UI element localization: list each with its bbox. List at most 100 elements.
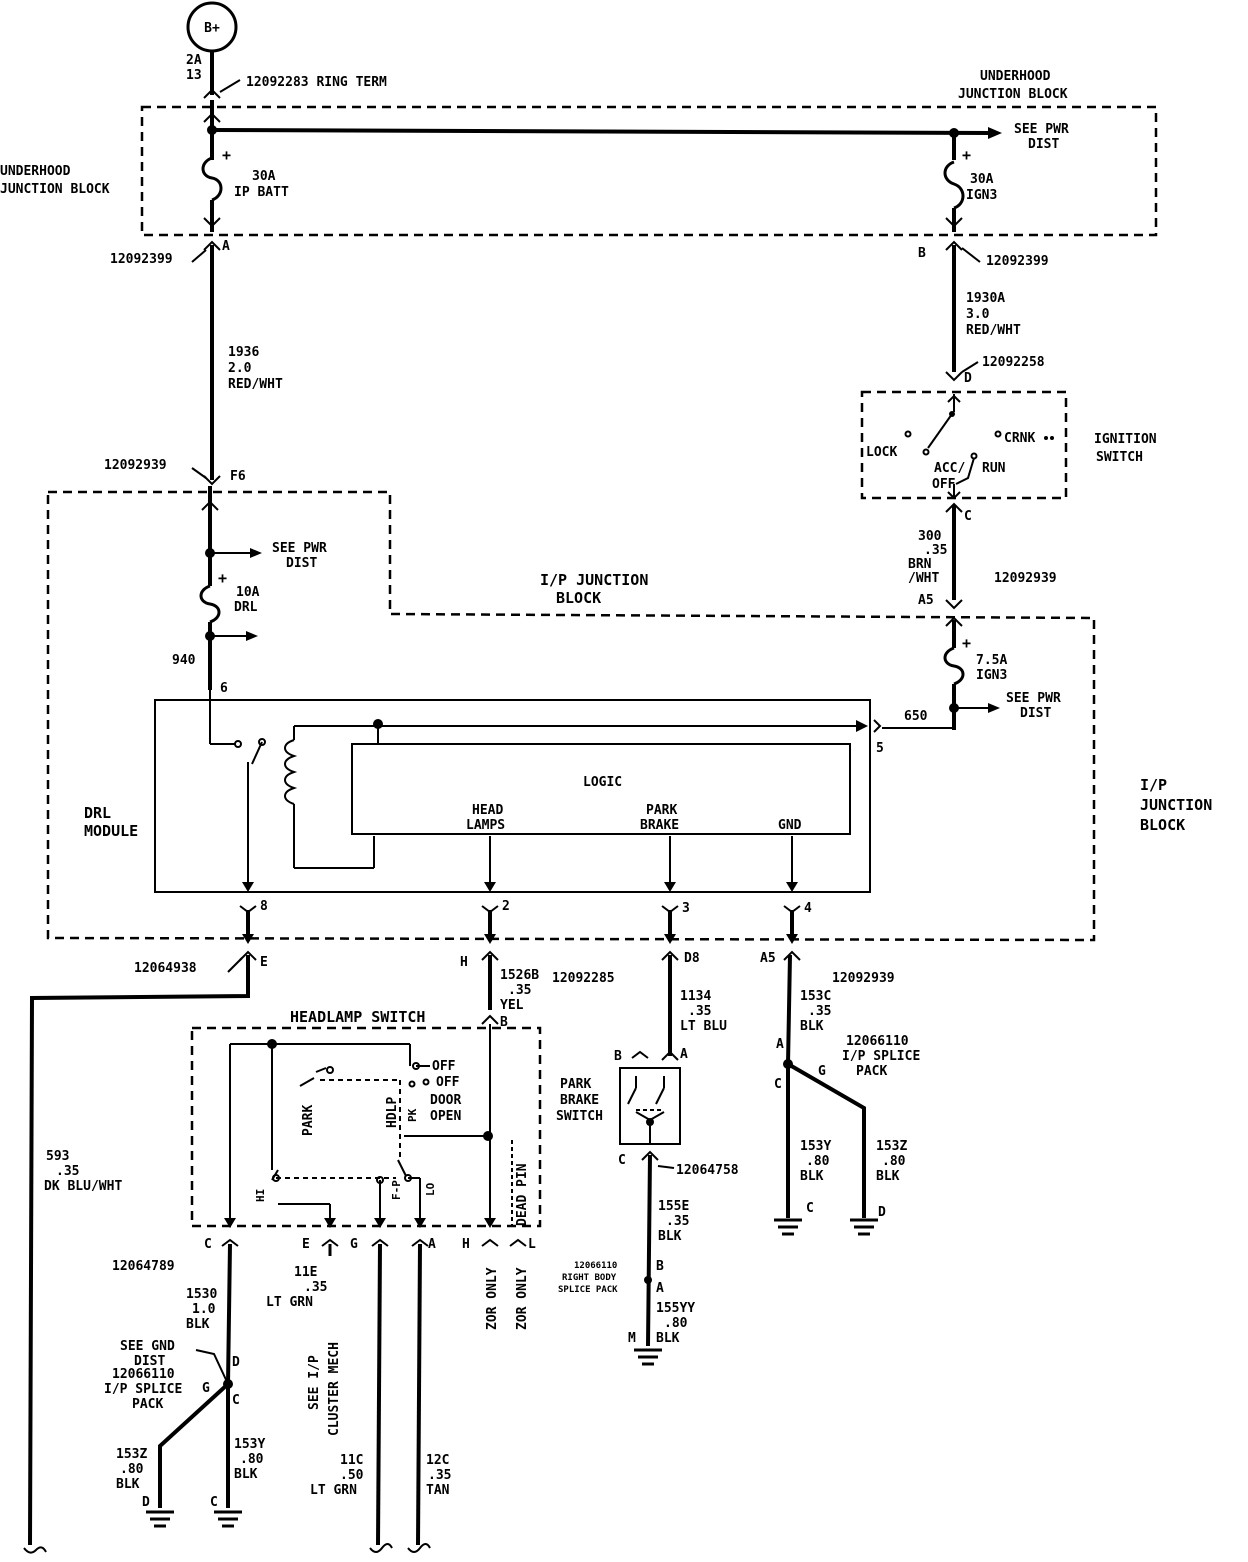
svg-text:6: 6 (220, 681, 228, 696)
svg-text:F6: F6 (230, 469, 246, 484)
ip-splice-pack-right: A C G 12066110 I/P SPLICE PACK (774, 1034, 920, 1218)
conn-12092939-ign: 12092939 (994, 571, 1057, 586)
wire-153z-left-label: 153Z (116, 1447, 147, 1462)
svg-text:HDLP: HDLP (385, 1097, 400, 1128)
svg-text:C: C (204, 1237, 212, 1252)
svg-text:ZOR ONLY: ZOR ONLY (515, 1267, 530, 1330)
svg-text:B: B (656, 1259, 664, 1274)
svg-text:SWITCH: SWITCH (1096, 450, 1143, 465)
wire-153z-label: 153Z (876, 1139, 907, 1154)
svg-text:OFF: OFF (432, 1059, 456, 1074)
svg-text:ZOR ONLY: ZOR ONLY (485, 1267, 500, 1330)
svg-text:.80: .80 (240, 1452, 264, 1467)
svg-text:.35: .35 (666, 1214, 689, 1229)
svg-text:BLK: BLK (656, 1331, 680, 1346)
conn-12064938: 12064938 (134, 961, 197, 976)
ip-junction-block-outline (46, 490, 1096, 942)
battery-wire-gauge: 2A (186, 53, 202, 68)
svg-text:B+: B+ (204, 21, 220, 36)
svg-text:10A: 10A (236, 585, 260, 600)
svg-text:D: D (232, 1355, 240, 1370)
svg-text:RED/WHT: RED/WHT (966, 323, 1021, 338)
svg-text:H: H (460, 955, 468, 970)
svg-text:L: L (528, 1237, 536, 1252)
svg-text:4: 4 (804, 901, 812, 916)
svg-text:G: G (818, 1064, 826, 1079)
wire-940-label: 940 (172, 653, 196, 668)
svg-text:.80: .80 (806, 1154, 830, 1169)
ground-symbol-153y-left (214, 1510, 242, 1528)
svg-text:.35: .35 (688, 1004, 711, 1019)
wire-1936-label: 1936 (228, 345, 259, 360)
svg-text:.35: .35 (428, 1468, 451, 1483)
svg-text:D8: D8 (684, 951, 700, 966)
svg-text:OFF: OFF (932, 477, 956, 492)
svg-text:C: C (210, 1495, 218, 1510)
svg-text:DIST: DIST (1028, 137, 1059, 152)
svg-text:8: 8 (260, 899, 268, 914)
svg-text:I/P SPLICE: I/P SPLICE (104, 1382, 182, 1397)
svg-text:BRN: BRN (908, 557, 932, 572)
svg-text:MODULE: MODULE (84, 822, 138, 840)
svg-text:.80: .80 (120, 1462, 144, 1477)
ground-symbol-153y (774, 1218, 802, 1236)
svg-text:A: A (776, 1037, 784, 1052)
drl-logic-box (351, 743, 851, 835)
wire-300-label: 300 (918, 529, 942, 544)
svg-text:RIGHT BODY: RIGHT BODY (562, 1273, 617, 1283)
svg-text:LO: LO (424, 1182, 437, 1196)
ignition-switch-contacts: LOCK CRNK ACC/ OFF RUN (866, 394, 1054, 500)
svg-text:G: G (350, 1237, 358, 1252)
svg-text:.35: .35 (508, 983, 531, 998)
svg-text:PARK: PARK (301, 1105, 316, 1136)
svg-text:HEAD: HEAD (472, 803, 503, 818)
svg-text:OPEN: OPEN (430, 1109, 461, 1124)
fuse-30a-ip-batt: + 30A IP BATT (201, 146, 289, 228)
svg-text:CRNK: CRNK (1004, 431, 1035, 446)
svg-text:G: G (202, 1381, 210, 1396)
conn-12092285: 12092285 (552, 971, 615, 986)
wire-12c-label: 12C (426, 1453, 449, 1468)
svg-text:LOCK: LOCK (866, 445, 897, 460)
svg-text:DIST: DIST (1020, 706, 1051, 721)
wire-155e-label: 155E (658, 1199, 689, 1214)
wire-153y-label: 153Y (800, 1139, 831, 1154)
svg-text:.35: .35 (56, 1164, 79, 1179)
svg-text:30A: 30A (970, 172, 994, 187)
svg-text:A: A (656, 1281, 664, 1296)
ground-symbol-153z-left (146, 1510, 174, 1528)
svg-text:5: 5 (876, 741, 884, 756)
svg-text:RED/WHT: RED/WHT (228, 377, 283, 392)
fuse-7-5a-ign3: + 7.5A IGN3 (943, 634, 1007, 686)
svg-text:BLOCK: BLOCK (1140, 816, 1185, 834)
svg-text:/WHT: /WHT (908, 571, 939, 586)
svg-text:ACC/: ACC/ (934, 461, 965, 476)
battery-symbol: B+ (186, 1, 238, 53)
underhood-title-left: UNDERHOOD (0, 164, 71, 179)
underhood-junction-block-outline (140, 105, 1158, 237)
svg-text:12066110: 12066110 (846, 1034, 909, 1049)
svg-text:D: D (878, 1205, 886, 1220)
svg-text:BLK: BLK (876, 1169, 900, 1184)
svg-text:BLK: BLK (116, 1477, 140, 1492)
svg-text:F-P: F-P (390, 1180, 403, 1200)
svg-text:D: D (964, 371, 972, 386)
svg-text:+: + (962, 634, 971, 652)
svg-text:B: B (614, 1049, 622, 1064)
conn-12092939-a5: 12092939 (832, 971, 895, 986)
svg-text:H: H (462, 1237, 470, 1252)
svg-text:DK BLU/WHT: DK BLU/WHT (44, 1179, 122, 1194)
svg-text:JUNCTION BLOCK: JUNCTION BLOCK (958, 87, 1068, 102)
svg-text:IGN3: IGN3 (976, 668, 1007, 683)
wire-11e-label: 11E (294, 1265, 317, 1280)
svg-text:LAMPS: LAMPS (466, 818, 505, 833)
svg-text:RUN: RUN (982, 461, 1006, 476)
conn-12064789: 12064789 (112, 1259, 175, 1274)
svg-text:7.5A: 7.5A (976, 653, 1007, 668)
svg-text:C: C (232, 1393, 240, 1408)
svg-text:A: A (222, 239, 230, 254)
svg-text:BRAKE: BRAKE (560, 1093, 599, 1108)
svg-text:.80: .80 (664, 1316, 688, 1331)
svg-text:JUNCTION BLOCK: JUNCTION BLOCK (0, 182, 110, 197)
